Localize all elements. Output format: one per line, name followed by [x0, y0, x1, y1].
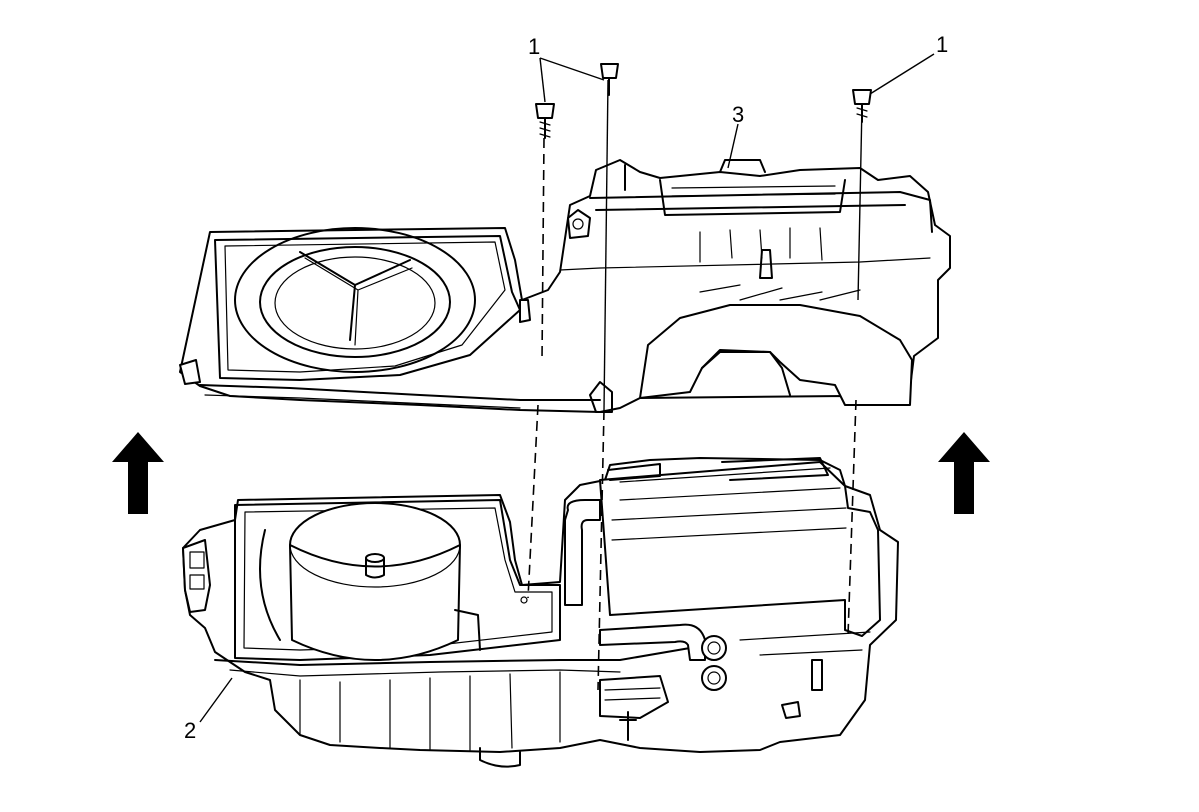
- fastener-screw: [852, 89, 872, 123]
- callout-leaders: [199, 53, 935, 723]
- fastener-screw: [600, 63, 619, 96]
- callout-fastener-a: 1: [528, 34, 540, 59]
- callout-upper-case: 3: [732, 102, 744, 127]
- lower-hvac-case: [182, 457, 899, 768]
- upper-hvac-case: [179, 159, 951, 413]
- fastener-alignment-lines: [527, 79, 863, 691]
- callout-lower-case: 2: [184, 718, 196, 743]
- callout-fastener-b: 1: [936, 32, 948, 57]
- lift-direction-arrow-left: [112, 432, 164, 514]
- fastener-screw: [535, 103, 555, 139]
- lift-direction-arrow-right: [938, 432, 990, 514]
